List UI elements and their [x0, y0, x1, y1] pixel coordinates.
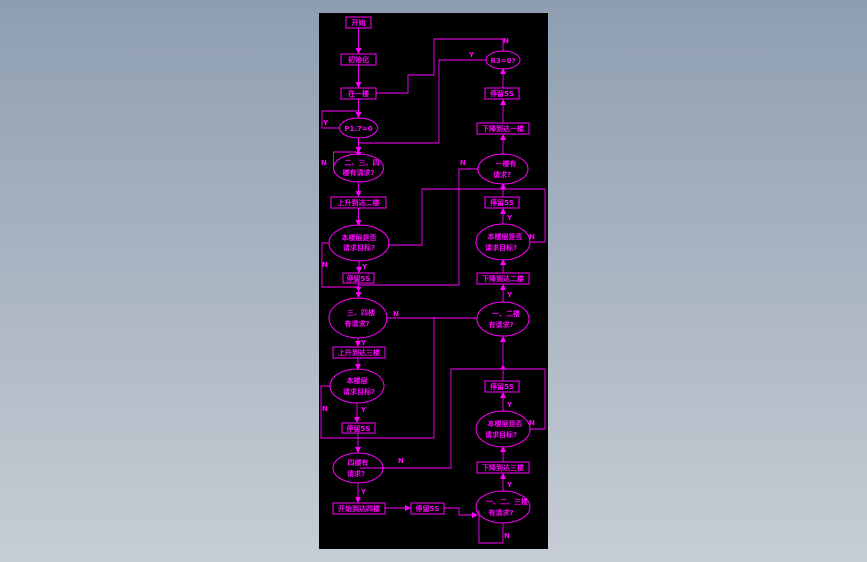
svg-text:三、四楼: 三、四楼 — [347, 308, 375, 317]
svg-text:请求?: 请求? — [347, 469, 365, 478]
svg-text:请求?: 请求? — [493, 170, 511, 179]
svg-text:楼有请求?: 楼有请求? — [342, 168, 374, 177]
node-q-req-12: 一、二楼 有请求? — [476, 301, 530, 337]
node-q-req-123: 一、二、三楼 有请求? — [475, 490, 531, 524]
node-init: 初始化 — [340, 53, 377, 66]
svg-text:停留5S: 停留5S — [416, 504, 440, 513]
flowchart: 开始 初始化 在一楼 P1.7=0 Y 二、三、四 楼有请求? N 上升到达二楼… — [320, 16, 546, 544]
label-no: N — [504, 532, 510, 540]
label-yes: Y — [468, 51, 475, 59]
label-no: N — [503, 37, 509, 45]
node-stop-3b: 停留5S — [484, 380, 520, 393]
label-no: N — [393, 310, 399, 318]
flowchart-canvas: 开始 初始化 在一楼 P1.7=0 Y 二、三、四 楼有请求? N 上升到达二楼… — [319, 13, 548, 549]
label-no: N — [398, 457, 404, 465]
node-check-r3: R3=0? — [485, 50, 521, 70]
svg-text:下降到达一楼: 下降到达一楼 — [482, 124, 524, 133]
svg-text:开始到达四楼: 开始到达四楼 — [338, 504, 380, 513]
label-no: N — [322, 405, 328, 413]
node-up-to-3: 上升到达三楼 — [332, 346, 386, 359]
svg-text:有请求?: 有请求? — [488, 508, 513, 517]
label-yes: Y — [506, 481, 513, 489]
svg-text:请求目标?: 请求目标? — [485, 430, 517, 439]
svg-text:停留5S: 停留5S — [490, 89, 514, 98]
label-yes: Y — [322, 119, 329, 127]
label-yes: Y — [506, 214, 513, 222]
node-stop-3: 停留5S — [341, 422, 376, 434]
label-no: N — [529, 419, 535, 427]
svg-text:四楼有: 四楼有 — [348, 458, 369, 467]
svg-text:本楼层是否: 本楼层是否 — [487, 419, 523, 428]
node-stop-4: 停留5S — [410, 502, 445, 515]
svg-text:二、三、四: 二、三、四 — [345, 159, 380, 167]
svg-text:上升到达三楼: 上升到达三楼 — [338, 348, 380, 357]
label-no: N — [321, 159, 327, 167]
svg-text:请求目标?: 请求目标? — [343, 243, 375, 252]
node-stop-1: 停留5S — [484, 87, 520, 100]
svg-text:初始化: 初始化 — [348, 55, 369, 64]
label-yes: Y — [360, 339, 367, 347]
svg-text:下降到达三楼: 下降到达三楼 — [482, 463, 524, 472]
node-q-target-3: 本楼层 请求目标? — [329, 368, 385, 404]
node-down-to-2: 下降到达二楼 — [476, 272, 530, 285]
node-at-floor1: 在一楼 — [340, 87, 377, 100]
svg-text:本楼层是否: 本楼层是否 — [487, 232, 523, 241]
node-stop-2: 停留5S — [342, 272, 375, 284]
svg-text:停留5S: 停留5S — [347, 424, 371, 433]
label-yes: Y — [506, 291, 513, 299]
node-q-target-2: 本楼层是否 请求目标? — [328, 224, 390, 262]
label-no: N — [460, 159, 466, 167]
svg-text:一楼有: 一楼有 — [496, 159, 517, 168]
node-q-target-3b: 本楼层是否 请求目标? — [475, 410, 531, 448]
svg-text:上升到达二楼: 上升到达二楼 — [338, 198, 380, 207]
svg-text:停留5S: 停留5S — [490, 382, 514, 391]
node-up-to-2: 上升到达二楼 — [330, 196, 387, 209]
svg-text:一、二、三楼: 一、二、三楼 — [486, 497, 528, 506]
label-yes: Y — [360, 406, 367, 414]
label-no: N — [322, 261, 328, 269]
junction-markers — [355, 152, 506, 369]
svg-text:有请求?: 有请求? — [344, 319, 369, 328]
label-yes: Y — [361, 263, 368, 271]
label-no: N — [529, 233, 535, 241]
svg-text:P1.7=0: P1.7=0 — [344, 125, 372, 133]
node-start: 开始 — [345, 16, 372, 29]
svg-text:有请求?: 有请求? — [488, 320, 513, 329]
node-down-to-1: 下降到达一楼 — [476, 122, 530, 135]
node-q-req-234: 二、三、四 楼有请求? — [333, 153, 384, 183]
svg-text:下降到达二楼: 下降到达二楼 — [482, 274, 524, 283]
svg-text:开始: 开始 — [352, 18, 366, 27]
svg-text:请求目标?: 请求目标? — [485, 243, 517, 252]
node-q-req-1: 一楼有 请求? — [477, 153, 529, 185]
svg-text:R3=0?: R3=0? — [490, 57, 515, 65]
node-down-to-3: 下降到达三楼 — [476, 461, 530, 474]
svg-text:一、二楼: 一、二楼 — [492, 309, 520, 318]
label-yes: Y — [506, 401, 513, 409]
node-q-target-2b: 本楼层是否 请求目标? — [475, 223, 531, 261]
svg-text:停留5S: 停留5S — [347, 274, 371, 283]
svg-text:本楼层是否: 本楼层是否 — [341, 233, 377, 242]
node-check-p17: P1.7=0 — [339, 117, 378, 139]
node-stop-2b: 停留5S — [484, 196, 520, 209]
svg-text:请求目标?: 请求目标? — [343, 387, 375, 396]
svg-text:本楼层: 本楼层 — [346, 376, 368, 385]
svg-text:在一楼: 在一楼 — [348, 89, 369, 98]
svg-text:停留5S: 停留5S — [490, 198, 514, 207]
label-yes: Y — [360, 488, 367, 496]
node-up-to-4: 开始到达四楼 — [332, 502, 386, 515]
node-q-req-34: 三、四楼 有请求? — [328, 297, 388, 339]
